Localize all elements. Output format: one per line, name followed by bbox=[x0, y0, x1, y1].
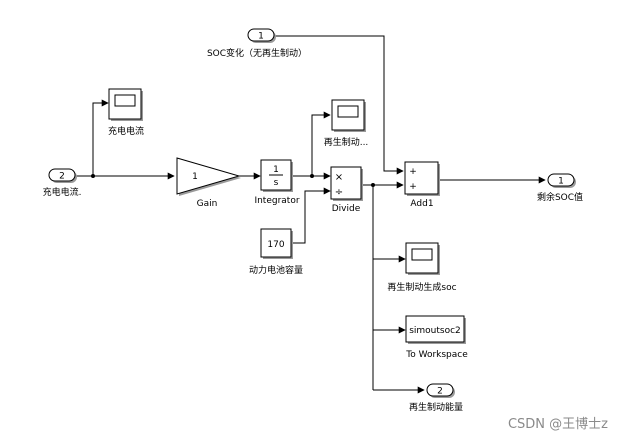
to-workspace-label: To Workspace bbox=[405, 350, 468, 360]
integrator-numerator: 1 bbox=[273, 165, 279, 175]
to-workspace-block[interactable]: simoutsoc2 To Workspace bbox=[405, 315, 468, 360]
outport-regen-energy-label: 再生制动能量 bbox=[409, 401, 463, 413]
to-workspace-variable: simoutsoc2 bbox=[409, 326, 461, 336]
branch-point bbox=[91, 174, 95, 178]
csdn-watermark: CSDN @王博士z bbox=[508, 417, 608, 432]
scope-icon bbox=[411, 248, 433, 261]
divide-label: Divide bbox=[332, 204, 361, 214]
constant-capacity-value: 170 bbox=[267, 240, 284, 250]
add1-label: Add1 bbox=[410, 199, 433, 209]
constant-capacity[interactable]: 170 动力电池容量 bbox=[249, 228, 303, 276]
line-branch-to-scope-charge[interactable] bbox=[92, 99, 109, 176]
inport-soc-change-number: 1 bbox=[258, 32, 264, 42]
gain-value: 1 bbox=[192, 172, 198, 182]
outport-remaining-soc-label: 剩余SOC值 bbox=[537, 191, 583, 203]
outport-remaining-soc-number: 1 bbox=[558, 177, 564, 187]
scope-regen-soc-label: 再生制动生成soc bbox=[387, 281, 456, 293]
gain-label: Gain bbox=[197, 199, 218, 209]
scope-regen-soc[interactable]: 再生制动生成soc bbox=[387, 242, 457, 293]
branch-point bbox=[310, 174, 314, 178]
outport-regen-energy-number: 2 bbox=[437, 387, 443, 397]
branch-point bbox=[371, 183, 375, 187]
scope-icon bbox=[114, 94, 136, 107]
line-soc-change-to-add1[interactable] bbox=[275, 35, 404, 175]
gain-block[interactable]: 1 Gain bbox=[176, 157, 241, 209]
inport-soc-change[interactable]: 1 SOC变化（无再生制动） bbox=[207, 28, 307, 59]
scope-charge-current[interactable]: 充电电流 bbox=[108, 88, 144, 137]
scope-regen-label: 再生制动... bbox=[324, 136, 369, 148]
inport-soc-change-label: SOC变化（无再生制动） bbox=[207, 47, 307, 59]
integrator-label: Integrator bbox=[254, 196, 299, 206]
divide-sign-icon: ÷ bbox=[335, 187, 343, 198]
integrator-denominator: s bbox=[274, 178, 279, 188]
inport-charge-current-number: 2 bbox=[59, 172, 65, 182]
outport-regen-energy[interactable]: 2 再生制动能量 bbox=[409, 383, 463, 413]
inport-charge-current-label: 充电电流. bbox=[43, 186, 82, 198]
scope-charge-current-label: 充电电流 bbox=[108, 125, 144, 137]
scope-icon bbox=[337, 105, 359, 118]
line-constant-to-divide[interactable] bbox=[292, 187, 331, 244]
signal-lines bbox=[76, 35, 546, 394]
add1-sign-bottom: + bbox=[409, 182, 417, 192]
divide-block[interactable]: × ÷ Divide bbox=[330, 166, 363, 214]
constant-capacity-label: 动力电池容量 bbox=[249, 264, 303, 276]
scope-regen[interactable]: 再生制动... bbox=[324, 99, 369, 148]
outport-remaining-soc[interactable]: 1 剩余SOC值 bbox=[537, 173, 583, 203]
add1-sign-top: + bbox=[409, 167, 417, 177]
line-branch-to-scope-regen[interactable] bbox=[311, 111, 331, 176]
integrator-block[interactable]: 1 s Integrator bbox=[254, 159, 300, 206]
multiply-sign-icon: × bbox=[335, 172, 343, 183]
inport-charge-current[interactable]: 2 充电电流. bbox=[43, 168, 82, 198]
branch-points bbox=[91, 174, 375, 187]
add1-block[interactable]: + + Add1 bbox=[404, 161, 440, 209]
